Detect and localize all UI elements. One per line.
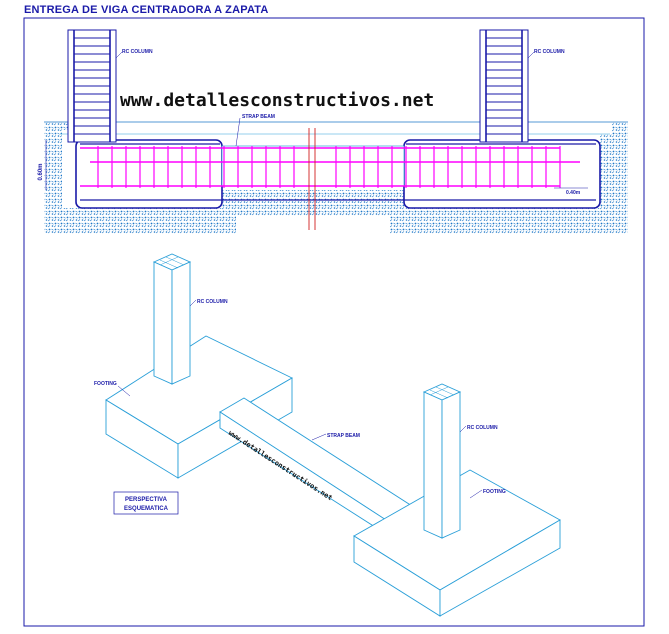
label-rc-column-3d-right: RC COLUMN <box>467 425 498 431</box>
watermark: www.detallesconstructivos.net <box>120 90 434 111</box>
drawing-title: ENTREGA DE VIGA CENTRADORA A ZAPATA <box>24 4 269 16</box>
section-view: 0.60m <box>38 29 628 234</box>
column-right <box>479 29 529 143</box>
caption-line-2: ESQUEMATICA <box>124 506 169 512</box>
soil-hatch <box>44 122 628 234</box>
dimension-label-right: 0.40m <box>566 190 581 196</box>
centre-axis <box>308 128 316 230</box>
label-footing-3d-right: FOOTING <box>483 489 506 495</box>
caption-line-1: PERSPECTIVA <box>125 497 168 503</box>
column-3d-right <box>422 383 462 539</box>
column-3d-left <box>152 253 192 385</box>
column-left <box>67 29 117 143</box>
label-rc-column-left: RC COLUMN <box>122 49 153 55</box>
strap-beam-section <box>221 145 405 187</box>
label-rc-column-3d-left: RC COLUMN <box>197 299 228 305</box>
label-footing-3d-left: FOOTING <box>94 381 117 387</box>
label-strap-beam: STRAP BEAM <box>242 114 275 120</box>
perspective-labels <box>117 299 483 499</box>
stirrups <box>97 146 561 188</box>
drawing-frame <box>23 17 645 627</box>
longitudinal-rebars <box>80 147 580 187</box>
dimension-label-left: 0.60m <box>38 163 44 180</box>
caption-box <box>113 491 179 515</box>
strap-beam-3d <box>219 397 413 535</box>
perspective-view <box>105 253 561 617</box>
label-rc-column-right: RC COLUMN <box>534 49 565 55</box>
label-strap-beam-3d: STRAP BEAM <box>327 433 360 439</box>
